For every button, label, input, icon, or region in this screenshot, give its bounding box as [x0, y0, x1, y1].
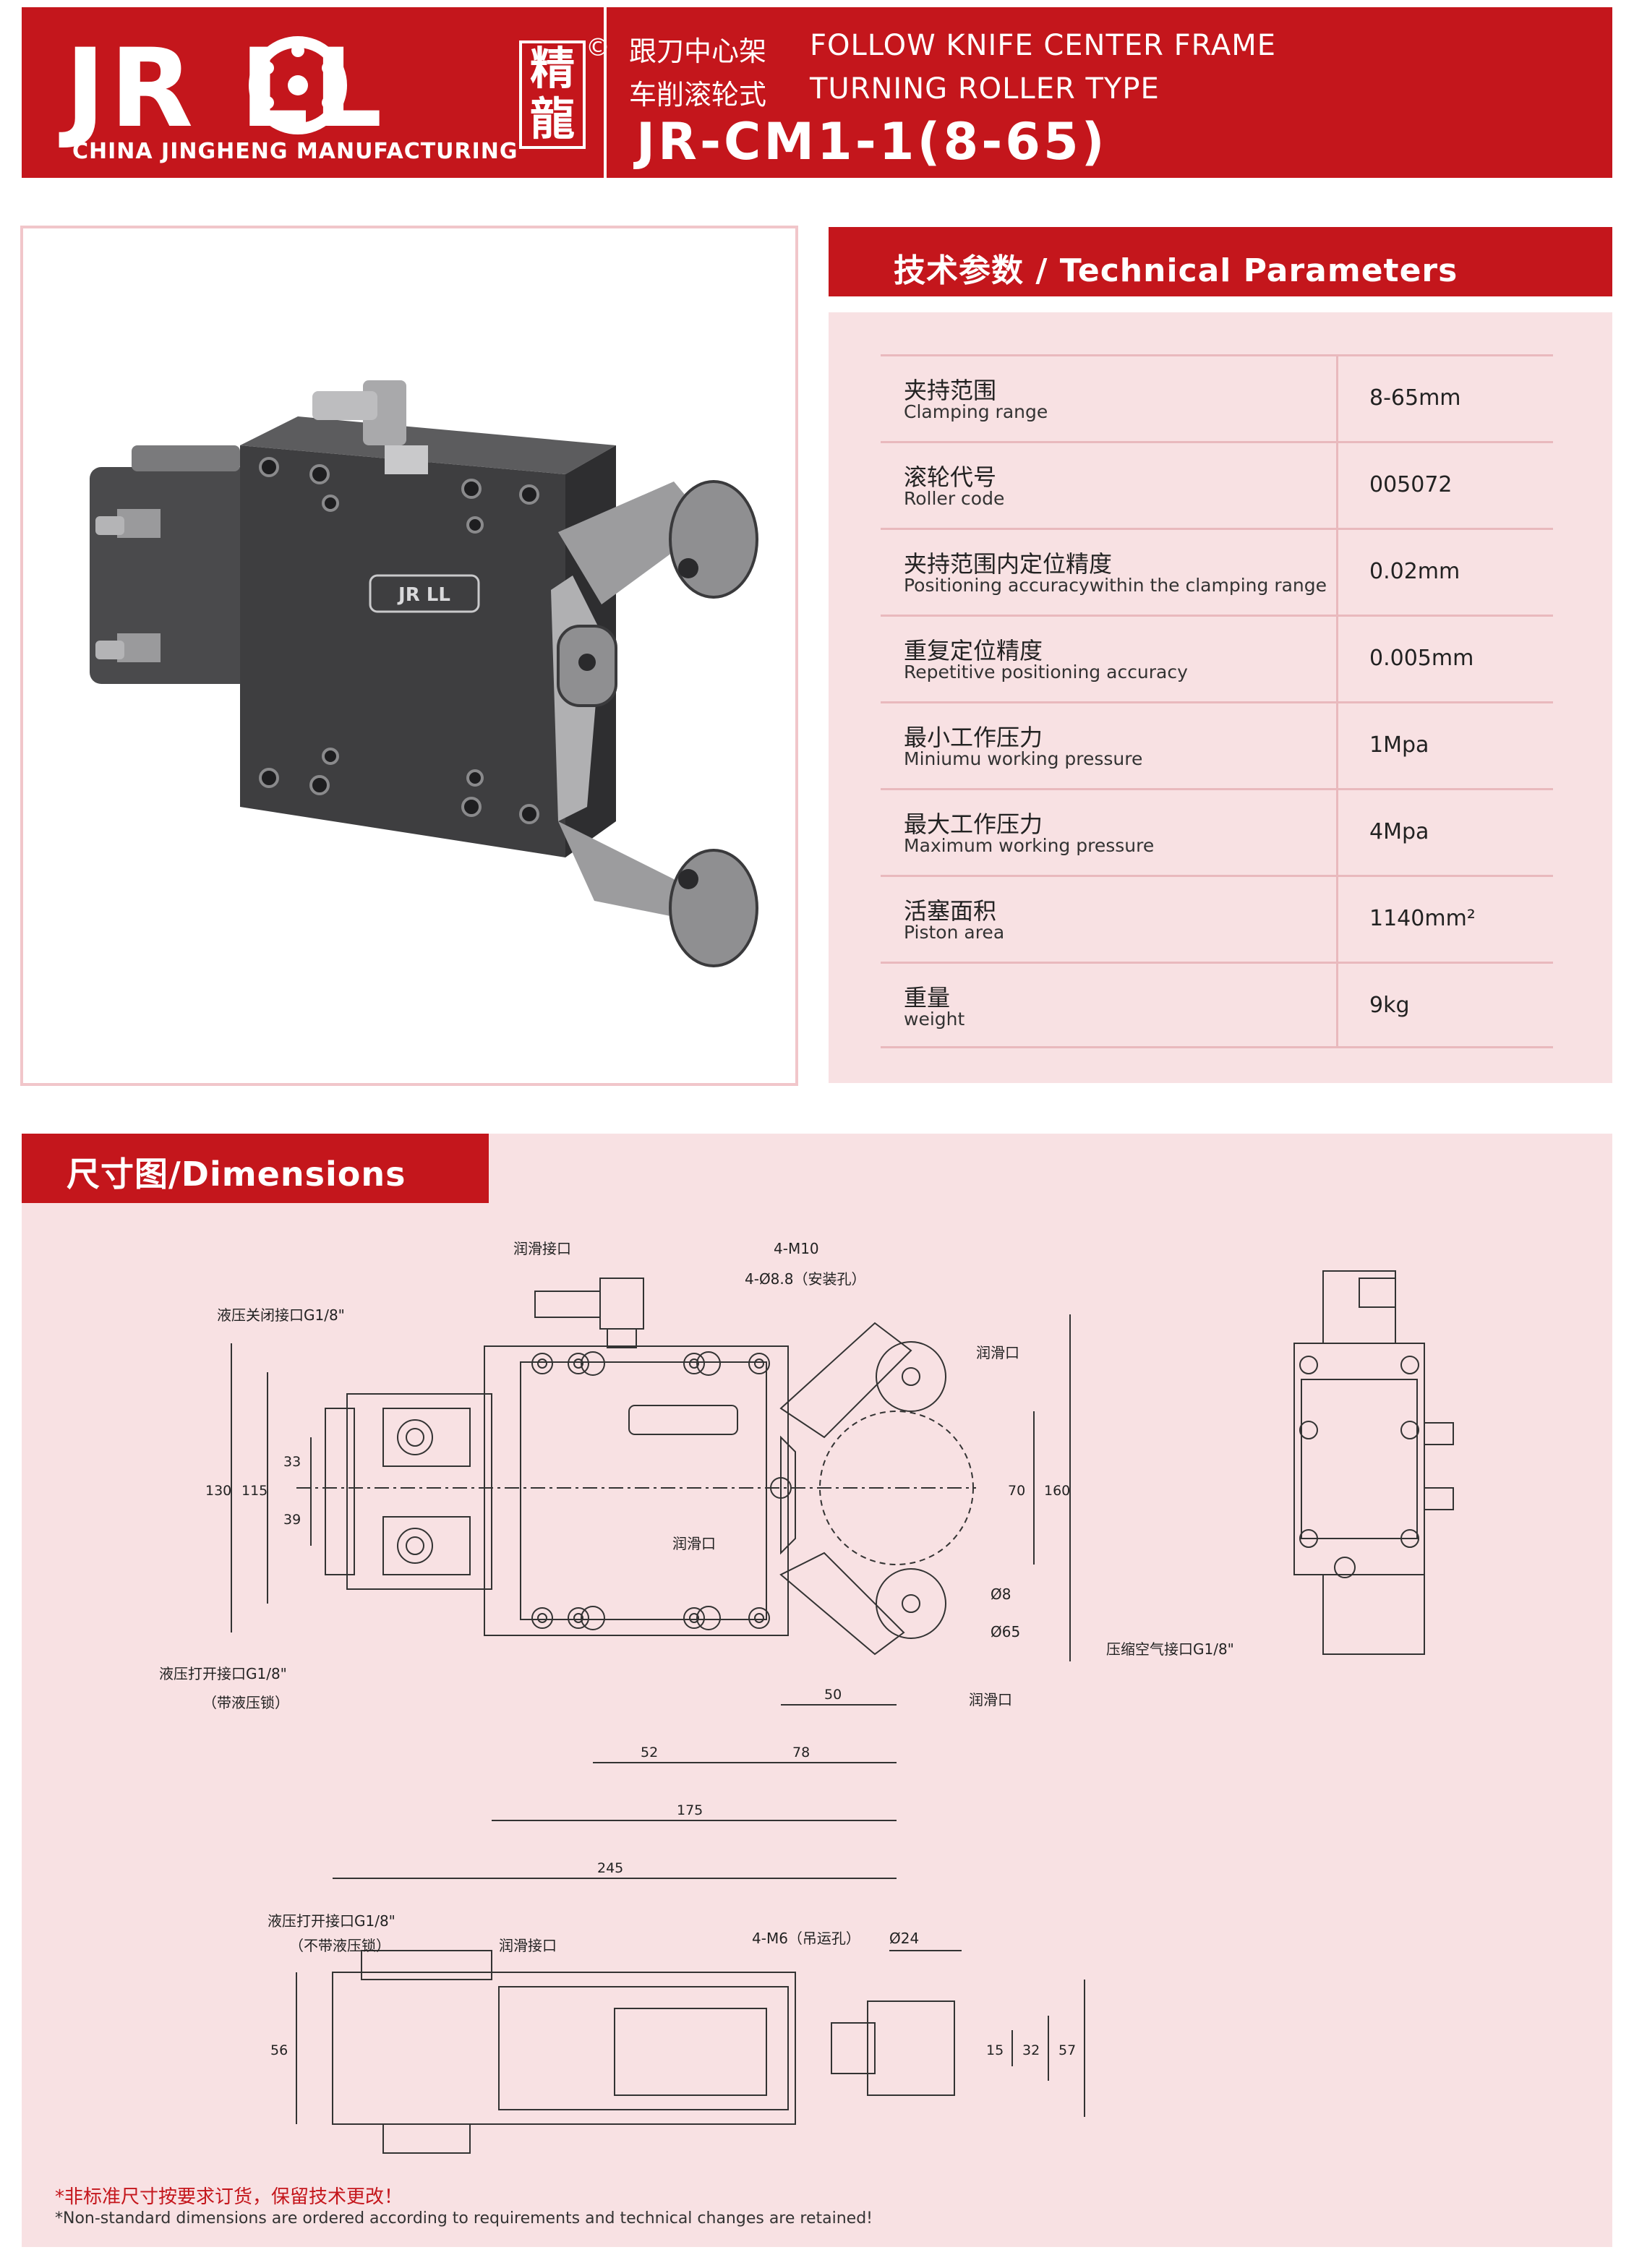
- label-m10: 4-M10: [774, 1240, 819, 1257]
- gear-icon: [249, 36, 347, 134]
- column-divider: [1336, 964, 1338, 1046]
- param-cn: 夹持范围内定位精度: [904, 550, 1113, 578]
- param-cn: 最大工作压力: [904, 810, 1043, 838]
- label-lube-center: 润滑口: [672, 1535, 716, 1552]
- param-en: Clamping range: [904, 401, 1048, 422]
- label-lube-right-top: 润滑口: [976, 1344, 1019, 1361]
- dimensions-title: 尺寸图/Dimensions: [67, 1155, 406, 1194]
- title-cn-line2: 车削滚轮式: [629, 79, 767, 111]
- header-banner: JR LL 精 龍 © CHINA JINGHENG MANUFACTURING…: [22, 7, 1612, 178]
- param-en: Repetitive positioning accuracy: [904, 662, 1188, 682]
- dimensions-header: 尺寸图/Dimensions: [22, 1134, 489, 1203]
- dim-245: 245: [597, 1860, 623, 1876]
- param-cn: 活塞面积: [904, 897, 997, 925]
- label-hyd-open-2-sub: （不带液压锁）: [289, 1937, 390, 1954]
- table-row: 活塞面积 Piston area 1140mm²: [881, 875, 1553, 962]
- label-d65: Ø65: [991, 1623, 1020, 1640]
- tech-params-panel: 夹持范围 Clamping range 8-65mm 滚轮代号 Roller c…: [829, 312, 1612, 1083]
- param-en: weight: [904, 1009, 965, 1030]
- label-lube-right-bottom: 润滑口: [969, 1691, 1012, 1708]
- tech-params-title: 技术参数 / Technical Parameters: [894, 252, 1458, 289]
- label-d24: Ø24: [889, 1930, 919, 1947]
- dim-15: 15: [986, 2042, 1004, 2058]
- param-cn: 滚轮代号: [904, 463, 997, 491]
- product-photo-panel: JR LL: [20, 226, 798, 1086]
- param-en: Maximum working pressure: [904, 835, 1155, 856]
- param-en: Miniumu working pressure: [904, 748, 1143, 769]
- dim-175: 175: [677, 1802, 703, 1818]
- title-cn-line1: 跟刀中心架: [629, 35, 767, 67]
- label-hyd-open: 液压打开接口G1/8": [159, 1665, 287, 1682]
- table-row: 重复定位精度 Repetitive positioning accuracy 0…: [881, 615, 1553, 701]
- column-divider: [1336, 530, 1338, 615]
- column-divider: [1336, 443, 1338, 528]
- param-value: 8-65mm: [1369, 385, 1461, 411]
- title-en-line1: FOLLOW KNIFE CENTER FRAME: [810, 29, 1276, 62]
- dim-52: 52: [641, 1745, 658, 1760]
- dimension-drawing: 润滑接口 4-M10 4-Ø8.8（安装孔） 液压关闭接口G1/8" 润滑口 润…: [159, 1240, 1454, 2154]
- table-row: 最小工作压力 Miniumu working pressure 1Mpa: [881, 701, 1553, 788]
- brand-logo: JR LL 精 龍 © CHINA JINGHENG MANUFACTURING: [36, 14, 610, 171]
- param-en: Positioning accuracywithin the clamping …: [904, 575, 1327, 596]
- table-row: 滚轮代号 Roller code 005072: [881, 441, 1553, 528]
- dim-33: 33: [283, 1454, 301, 1470]
- param-cn: 重量: [904, 984, 951, 1011]
- label-air-port: 压缩空气接口G1/8": [1106, 1640, 1234, 1658]
- dim-39: 39: [283, 1512, 301, 1528]
- param-value: 1Mpa: [1369, 732, 1429, 758]
- tech-params-table: 夹持范围 Clamping range 8-65mm 滚轮代号 Roller c…: [881, 354, 1553, 1048]
- table-row: 最大工作压力 Maximum working pressure 4Mpa: [881, 788, 1553, 875]
- param-value: 005072: [1369, 472, 1453, 497]
- param-en: Roller code: [904, 488, 1005, 509]
- dimensions-panel: 润滑接口 4-M10 4-Ø8.8（安装孔） 液压关闭接口G1/8" 润滑口 润…: [22, 1134, 1612, 2247]
- note-english: *Non-standard dimensions are ordered acc…: [55, 2209, 873, 2228]
- param-cn: 重复定位精度: [904, 637, 1043, 664]
- note-chinese: *非标准尺寸按要求订货，保留技术更改！: [55, 2186, 403, 2208]
- dim-32: 32: [1022, 2042, 1040, 2058]
- param-value: 0.02mm: [1369, 559, 1460, 584]
- column-divider: [1336, 790, 1338, 875]
- table-row: 重量 weight 9kg: [881, 962, 1553, 1048]
- label-d8: Ø8: [991, 1586, 1011, 1603]
- dim-56: 56: [270, 2042, 288, 2058]
- param-cn: 夹持范围: [904, 377, 997, 404]
- dim-70: 70: [1008, 1483, 1025, 1499]
- column-divider: [1336, 617, 1338, 701]
- dim-50: 50: [824, 1687, 842, 1703]
- column-divider: [1336, 356, 1338, 441]
- label-lube-port-bottom: 润滑接口: [499, 1937, 557, 1954]
- column-divider: [1336, 877, 1338, 962]
- column-divider: [1336, 703, 1338, 788]
- product-illustration: JR LL: [90, 380, 758, 967]
- logo-chinese-mark: 精 龍: [519, 40, 586, 149]
- tech-params-header: 技术参数 / Technical Parameters: [829, 227, 1612, 296]
- label-hyd-close: 液压关闭接口G1/8": [217, 1306, 345, 1324]
- label-mount-hole: 4-Ø8.8（安装孔）: [745, 1270, 866, 1288]
- param-value: 9kg: [1369, 993, 1410, 1018]
- product-logo-text: JR LL: [397, 584, 450, 606]
- dim-160: 160: [1044, 1483, 1070, 1499]
- table-row: 夹持范围 Clamping range 8-65mm: [881, 354, 1553, 441]
- param-cn: 最小工作压力: [904, 724, 1043, 751]
- label-lube-port-top: 润滑接口: [513, 1240, 571, 1257]
- param-value: 4Mpa: [1369, 819, 1429, 844]
- param-value: 1140mm²: [1369, 906, 1476, 931]
- dim-130: 130: [205, 1483, 231, 1499]
- dim-115: 115: [241, 1483, 268, 1499]
- label-hyd-open-2: 液压打开接口G1/8": [268, 1912, 395, 1930]
- dim-57: 57: [1058, 2042, 1076, 2058]
- logo-subtitle: CHINA JINGHENG MANUFACTURING: [72, 139, 518, 164]
- title-en-line2: TURNING ROLLER TYPE: [810, 72, 1160, 106]
- label-m6: 4-M6（吊运孔）: [752, 1930, 860, 1947]
- table-row: 夹持范围内定位精度 Positioning accuracywithin the…: [881, 528, 1553, 615]
- param-en: Piston area: [904, 922, 1005, 943]
- param-value: 0.005mm: [1369, 646, 1474, 671]
- dim-78: 78: [792, 1745, 810, 1760]
- header-divider: [604, 7, 607, 178]
- model-number: JR-CM1-1(8-65): [636, 112, 1108, 171]
- label-hyd-open-sub: （带液压锁）: [202, 1694, 289, 1711]
